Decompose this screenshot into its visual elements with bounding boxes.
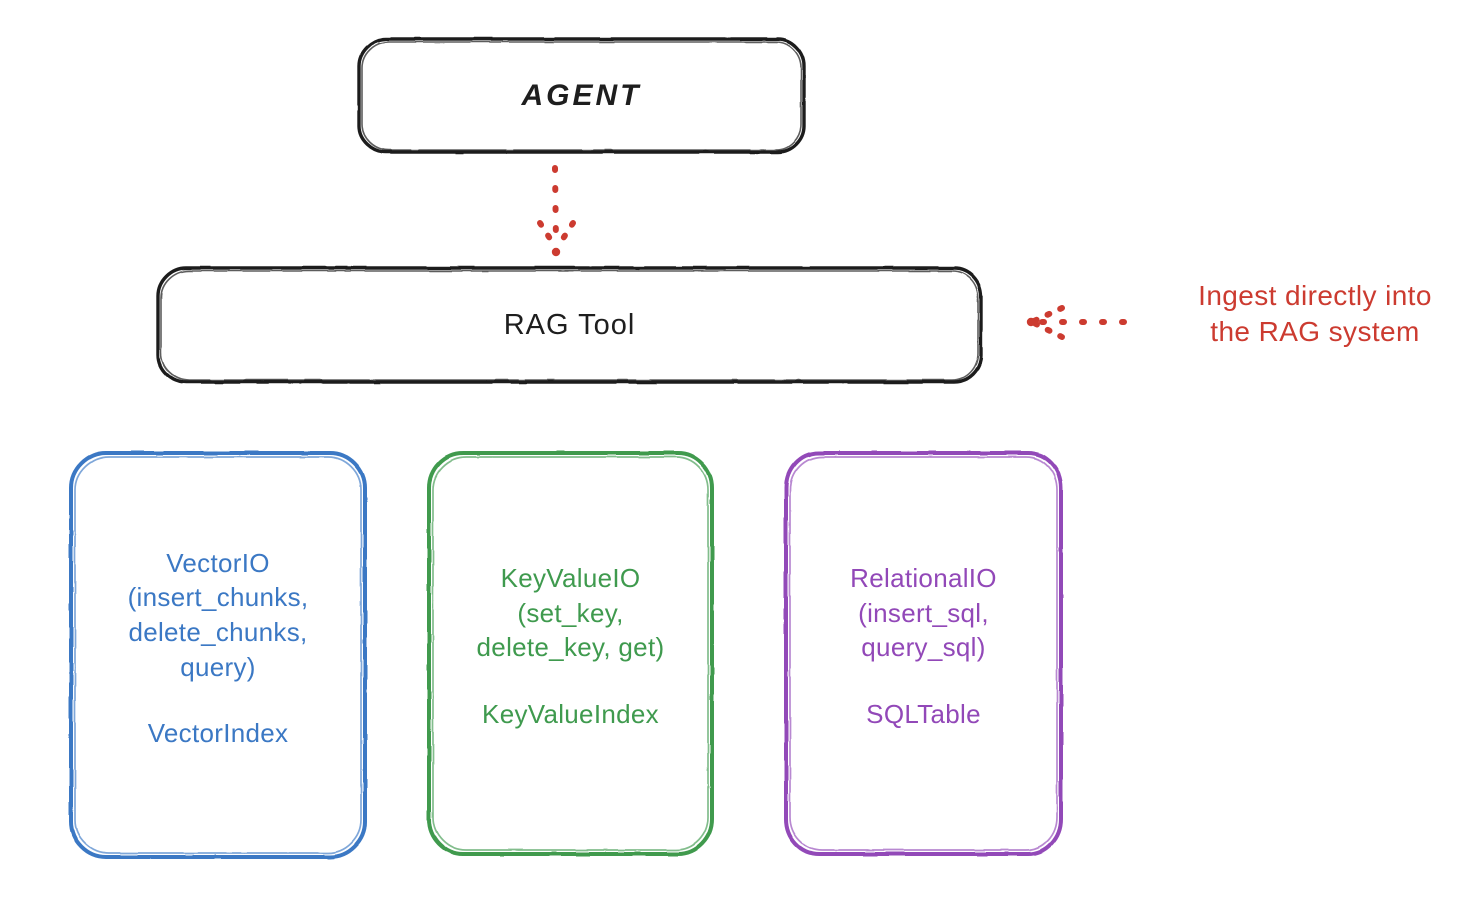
ingest-annotation-line-2: the RAG system [1210, 315, 1420, 347]
key-value-io-api-label: KeyValueIO (set_key, delete_key, get) [476, 563, 665, 663]
key-value-io-box-outline [427, 451, 714, 856]
vector-io-box-outline [69, 451, 367, 859]
vector-io-content: VectorIO (insert_chunks, delete_chunks, … [128, 546, 309, 749]
ingest-annotation: Ingest directly into the RAG system [1150, 278, 1480, 350]
connector-agent-to-rag-tool [537, 165, 576, 257]
key-value-io-content: KeyValueIO (set_key, delete_key, get) Ke… [477, 561, 665, 730]
key-value-io-index-label: KeyValueIndex [482, 698, 659, 729]
agent-box-outline [357, 37, 806, 154]
ingest-annotation-line-1: Ingest directly into [1198, 280, 1432, 311]
vector-io-node[interactable]: VectorIO (insert_chunks, delete_chunks, … [70, 452, 366, 859]
key-value-io-node[interactable]: KeyValueIO (set_key, delete_key, get) Ke… [428, 452, 713, 855]
relational-io-node[interactable]: RelationalIO (insert_sql, query_sql) SQL… [785, 452, 1062, 855]
relational-io-api-label: RelationalIO (insert_sql, query_sql) [850, 563, 997, 663]
agent-label: AGENT [521, 78, 642, 112]
rag-tool-node[interactable]: RAG Tool [157, 267, 982, 383]
relational-io-content: RelationalIO (insert_sql, query_sql) SQL… [850, 561, 997, 730]
relational-io-index-label: SQLTable [866, 698, 981, 729]
vector-io-index-label: VectorIndex [147, 718, 289, 749]
relational-io-box-outline [784, 451, 1063, 856]
vector-io-api-label: VectorIO (insert_chunks, delete_chunks, … [127, 547, 309, 682]
rag-tool-box-outline [156, 266, 983, 384]
agent-node[interactable]: AGENT [358, 38, 805, 153]
connector-ingest-to-rag-tool [1026, 305, 1127, 340]
rag-tool-label: RAG Tool [503, 308, 636, 341]
